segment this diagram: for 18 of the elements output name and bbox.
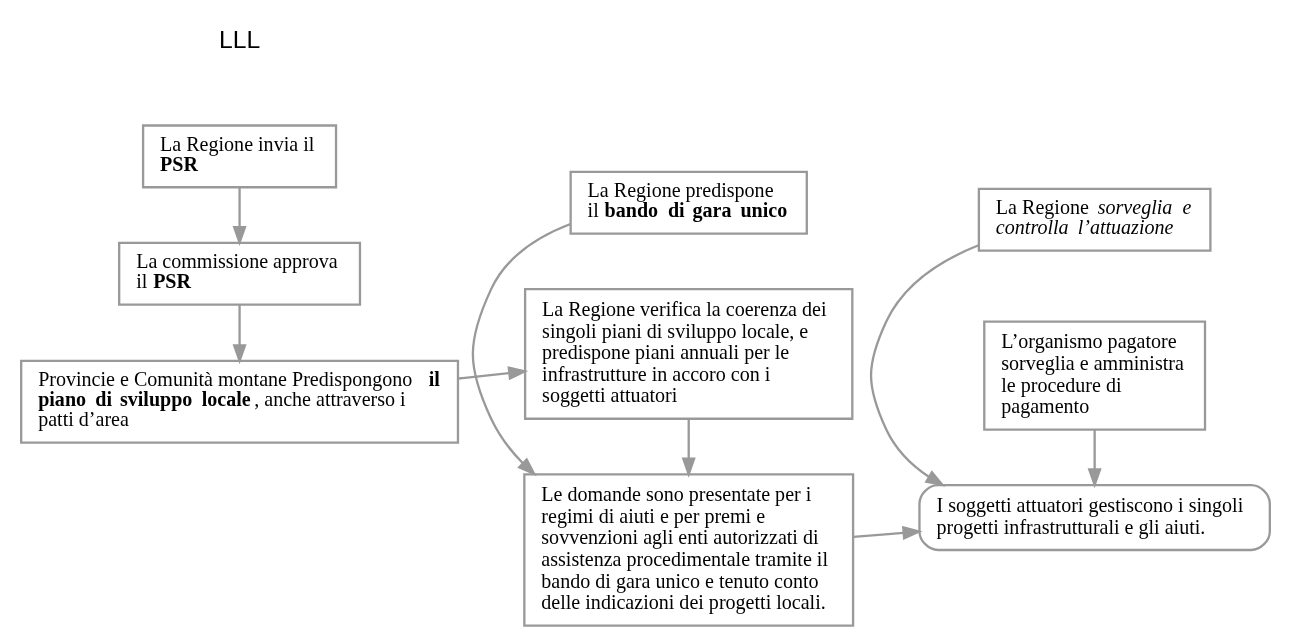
node-box: Provincie e Comunità montane Predispongono il piano di sviluppo locale, anche attraverso i patti d’area <box>19 359 459 444</box>
arrow <box>681 419 696 478</box>
node-box: I soggetti attuatori gestiscono i singoli progetti infrastrutturali e gli aiuti. <box>917 484 1271 552</box>
node-box: Le domande sono presentate per i regimi di aiuti e per premi e sovvenzioni agli enti autorizzati di assistenza procedimentale tramite il bando di gara unico e tenuto conto delle indicazioni dei progetti locali. <box>522 473 854 627</box>
node-box: La Regione verifica la coerenza dei singoli piani di sviluppo locale, e predispone piani annuali per le infrastrutture in accoro con i soggetti attuatori <box>523 287 853 420</box>
node-box: La Regione sorveglia e controlla l’attuazione <box>977 187 1212 252</box>
node-box: La commissione approva il PSR <box>117 241 361 306</box>
label: LLL <box>218 26 260 54</box>
node-box: La Regione predispone il bando di gara unico <box>569 170 808 235</box>
arrow <box>852 525 923 540</box>
arrow <box>457 366 528 381</box>
arrow <box>232 187 247 247</box>
node-box: L’organismo pagatore sorveglia e amministra le procedure di pagamento <box>982 320 1206 431</box>
arrow <box>232 305 247 365</box>
arrow <box>471 222 571 477</box>
node-box: La Regione invia il PSR <box>141 124 337 189</box>
arrow <box>1087 429 1102 489</box>
arrow <box>869 244 979 487</box>
